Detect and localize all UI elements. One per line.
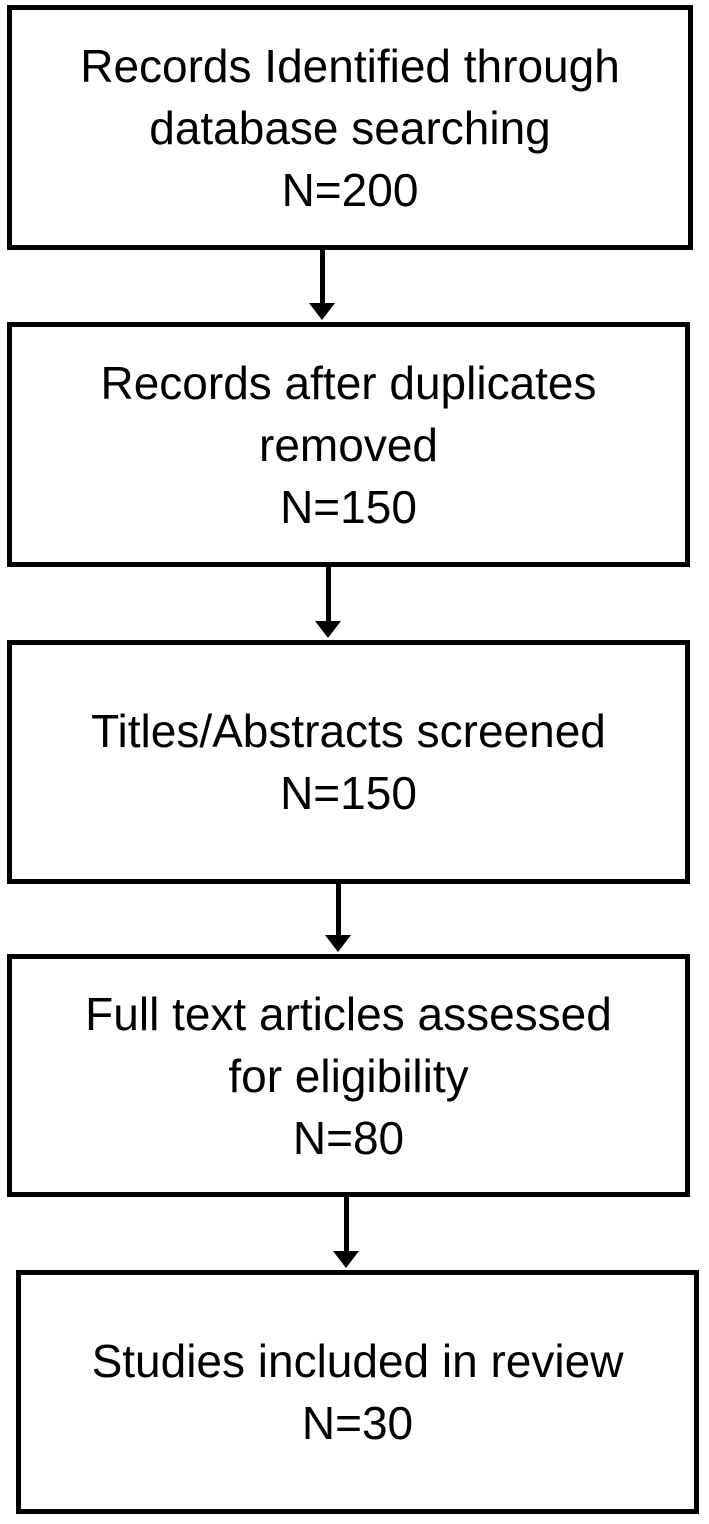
down-arrow-icon — [309, 250, 335, 320]
box-text-line: Studies included in review — [91, 1335, 624, 1387]
arrow-head — [315, 621, 341, 638]
arrow-head — [325, 935, 351, 952]
down-arrow-icon — [333, 1197, 359, 1268]
box-text-line: Records after duplicates — [100, 356, 597, 409]
flow-box-studies-included: Studies included in review N=30 — [16, 1270, 699, 1514]
box-text-line: Titles/Abstracts screened — [91, 705, 606, 757]
down-arrow-icon — [325, 884, 351, 952]
box-text-line: Full text articles assessed — [85, 987, 612, 1040]
flow-box-fulltext-assessed: Full text articles assessed for eligibil… — [7, 954, 690, 1197]
box-text-line: database searching — [149, 101, 551, 154]
box-count-line: N=150 — [280, 480, 417, 533]
arrow-stem — [343, 1197, 349, 1253]
box-count-line: N=30 — [301, 1397, 414, 1449]
box-count-line: N=150 — [280, 767, 417, 819]
flow-box-titles-abstracts-screened: Titles/Abstracts screened N=150 — [7, 640, 690, 884]
arrow-head — [309, 303, 335, 320]
flow-box-records-identified: Records Identified through database sear… — [7, 5, 693, 250]
box-count-line: N=80 — [292, 1111, 405, 1164]
arrow-stem — [325, 567, 331, 623]
arrow-stem — [319, 250, 325, 305]
arrow-stem — [335, 884, 341, 937]
flow-box-duplicates-removed: Records after duplicates removed N=150 — [7, 322, 690, 567]
down-arrow-icon — [315, 567, 341, 638]
box-text-line: for eligibility — [228, 1049, 469, 1102]
arrow-head — [333, 1251, 359, 1268]
box-text-line: Records Identified through — [80, 39, 620, 92]
box-text-line: removed — [259, 418, 438, 471]
box-count-line: N=200 — [281, 163, 419, 216]
